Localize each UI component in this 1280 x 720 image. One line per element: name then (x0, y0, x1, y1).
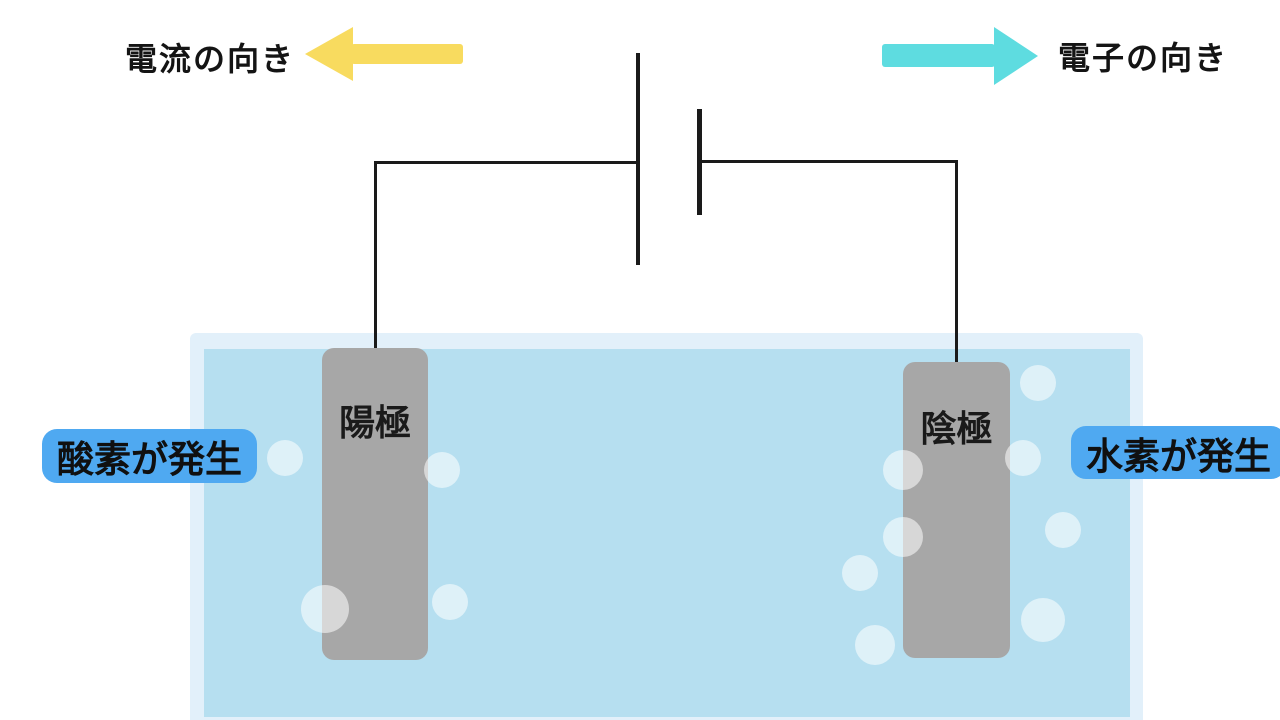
hydrogen-generated-label: 水素が発生 (1071, 426, 1280, 479)
oxygen-generated-label: 酸素が発生 (42, 429, 257, 483)
electron-direction-arrow-right-icon (882, 27, 1038, 85)
cathode-label: 陰極 (920, 408, 993, 449)
wire-left-horizontal (374, 161, 638, 164)
battery-positive-plate-icon (636, 53, 640, 265)
arrow-head-right (994, 27, 1038, 85)
current-direction-arrow-left-icon (305, 27, 463, 81)
arrow-head-left (305, 27, 353, 81)
arrow-shaft (882, 44, 995, 67)
oxygen-generated-text: 酸素が発生 (57, 439, 242, 480)
wire-left-vertical (374, 161, 377, 353)
arrow-shaft (351, 44, 463, 64)
electron-direction-label: 電子の向き (1058, 40, 1229, 76)
cathode-electrode: 陰極 (903, 362, 1010, 658)
anode-electrode: 陽極 (322, 348, 428, 660)
anode-label: 陽極 (338, 402, 411, 443)
battery-negative-plate-icon (697, 109, 702, 215)
wire-right-horizontal (702, 160, 958, 163)
current-direction-label: 電流の向き (125, 41, 296, 77)
hydrogen-generated-text: 水素が発生 (1086, 435, 1271, 477)
wire-right-vertical (955, 160, 958, 366)
